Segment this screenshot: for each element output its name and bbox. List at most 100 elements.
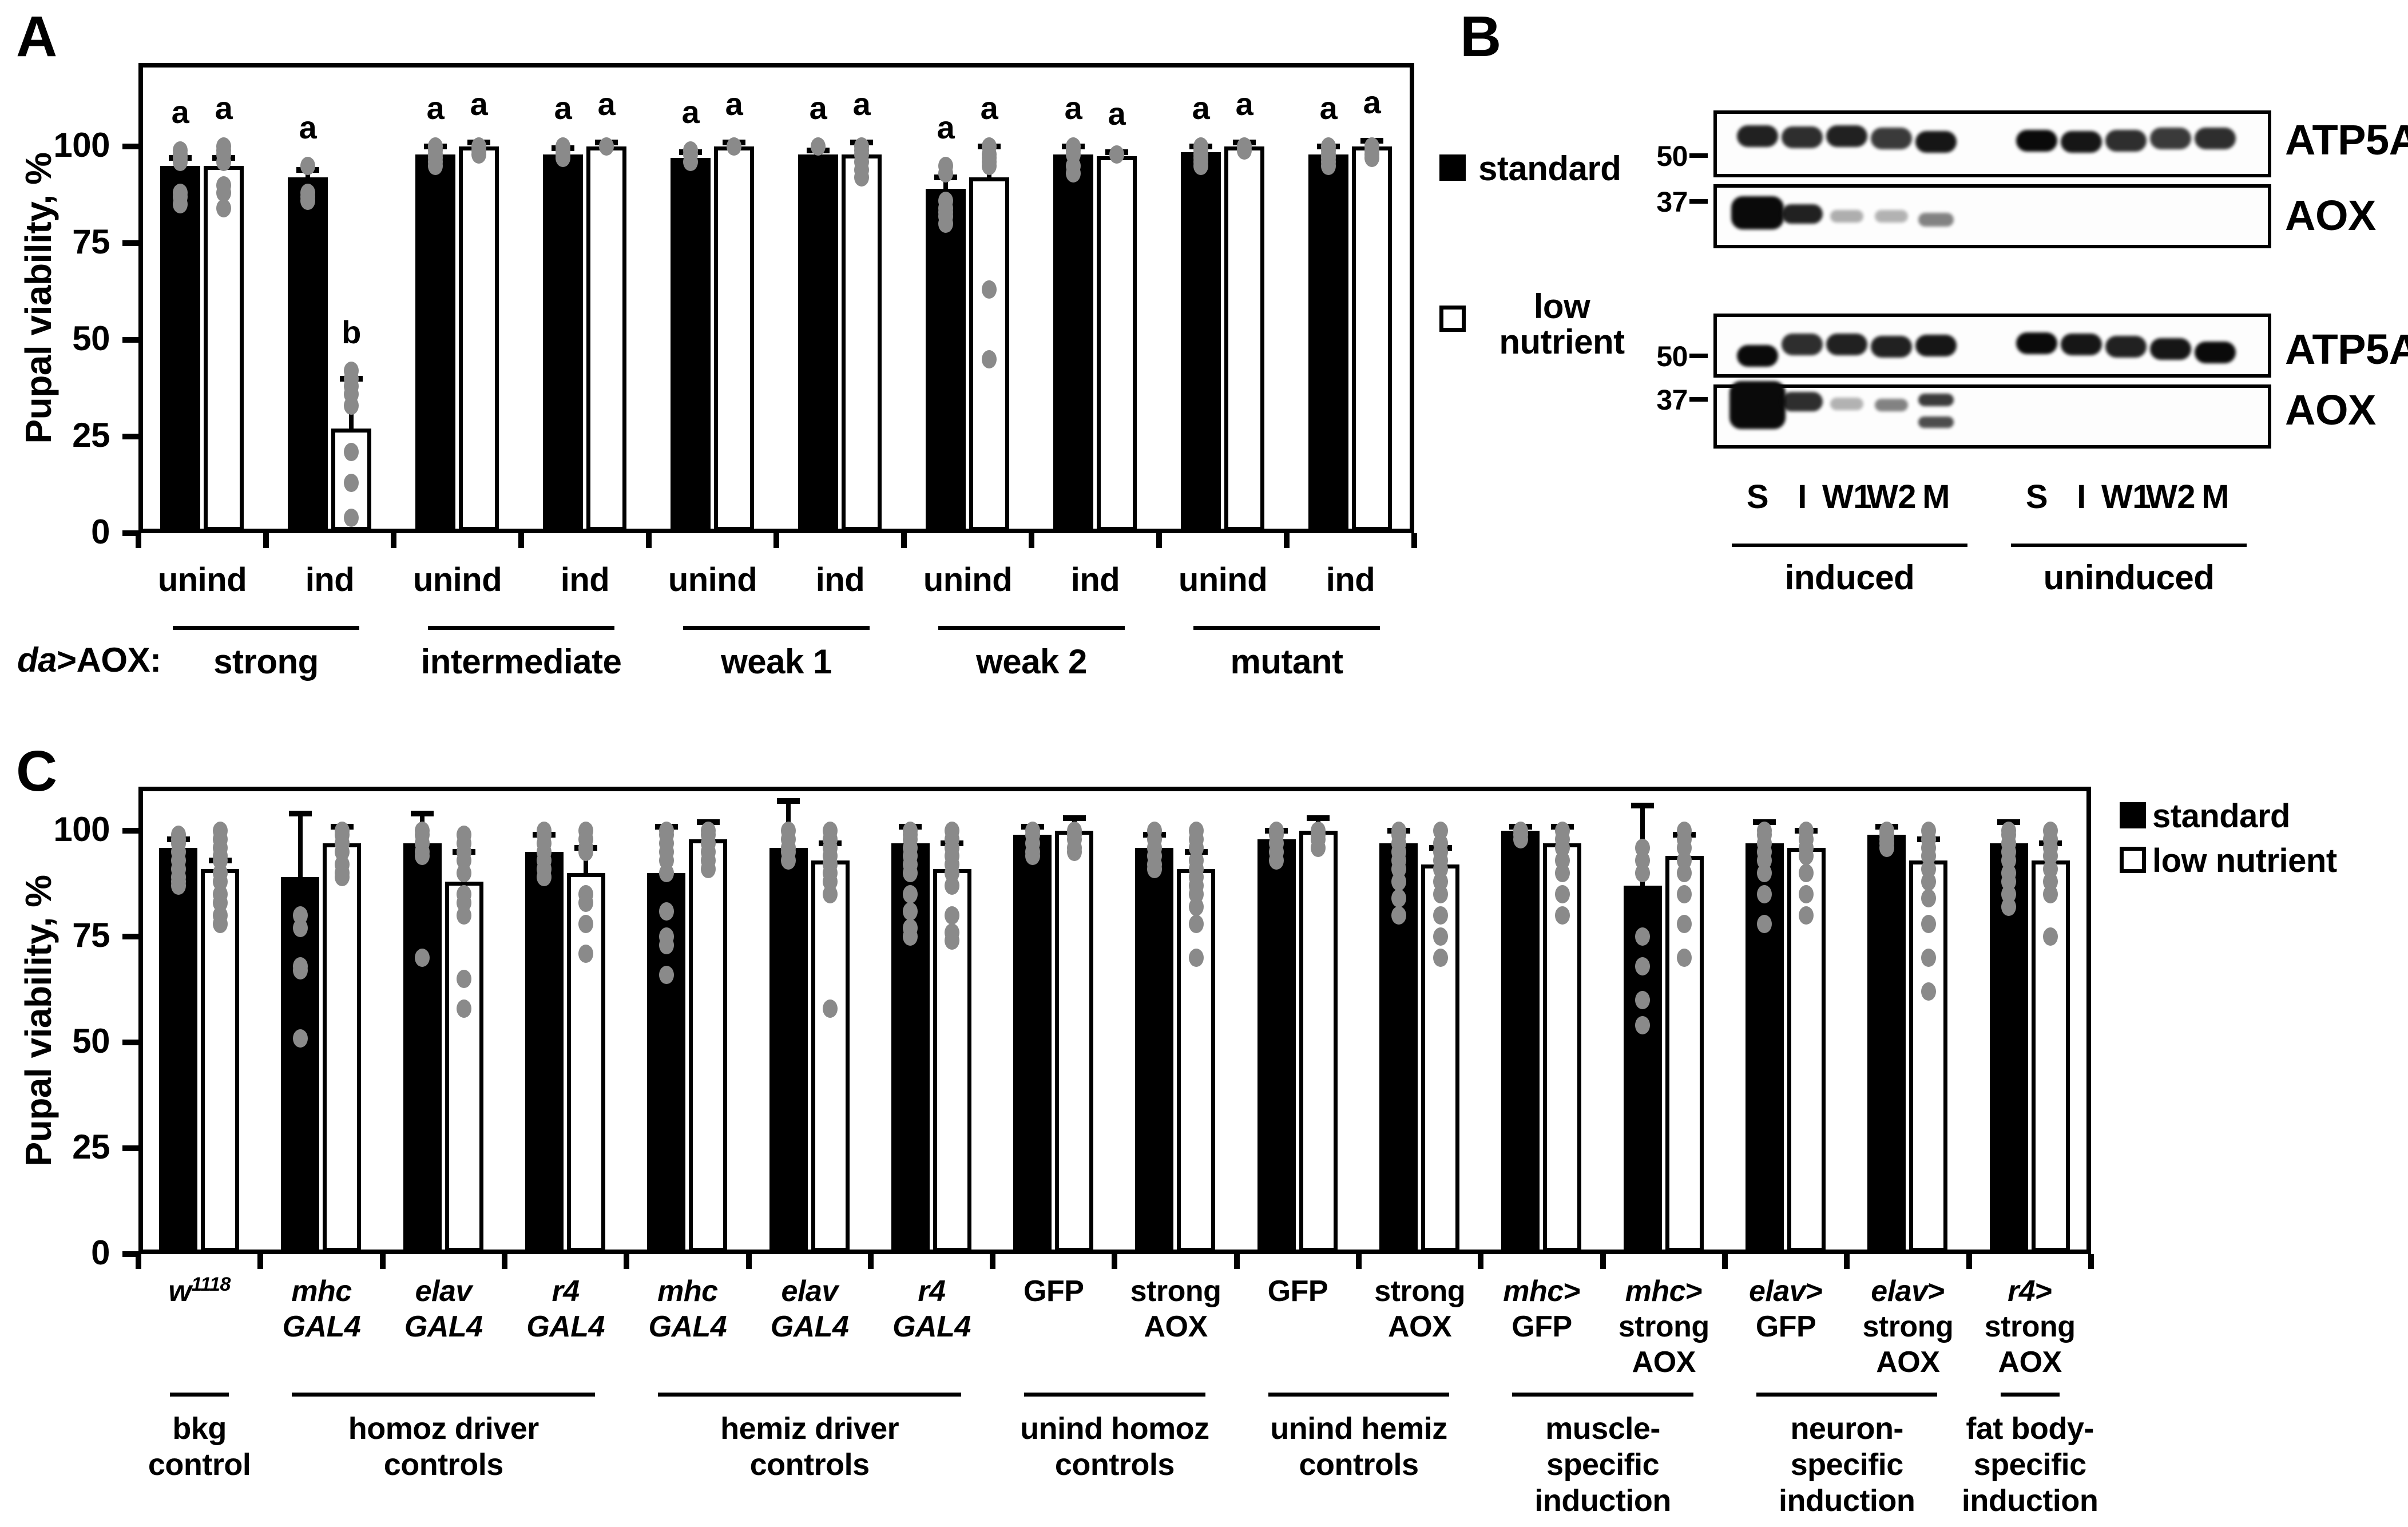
panel-c-group-underline bbox=[1756, 1393, 1938, 1397]
panel-c-data-point bbox=[823, 885, 838, 903]
panel-c-group-underline bbox=[292, 1393, 596, 1397]
panel-c-bar-standard bbox=[1135, 847, 1174, 1252]
panel-c-x-tick bbox=[1112, 1254, 1118, 1269]
label-segment: strong bbox=[1374, 1275, 1466, 1308]
blot-target-label: AOX bbox=[2285, 192, 2376, 239]
panel-c-category-line: GAL4 bbox=[747, 1309, 872, 1344]
condition-underline bbox=[2011, 544, 2247, 547]
panel-a-data-point bbox=[344, 508, 359, 527]
label-segment: > bbox=[1806, 1275, 1823, 1308]
panel-c-category-line: AOX bbox=[1113, 1309, 1239, 1344]
panel-b-legend-low-line2: nutrient bbox=[1499, 323, 1625, 361]
panel-c-group-label-line: control bbox=[148, 1447, 251, 1482]
panel-a-sig-letter: a bbox=[980, 90, 998, 126]
panel-a-data-point bbox=[556, 149, 570, 168]
panel-c-data-point bbox=[1799, 906, 1814, 925]
blot-band bbox=[2105, 130, 2147, 152]
panel-a-x-tick bbox=[901, 533, 907, 548]
panel-a-data-point bbox=[300, 156, 315, 175]
label-segment: GFP bbox=[1755, 1310, 1816, 1343]
lane-label: S bbox=[1746, 478, 1769, 515]
panel-a-y-axis-label: Pupal viability, % bbox=[18, 152, 59, 444]
label-segment: strong bbox=[1984, 1310, 2076, 1343]
panel-c-error-cap bbox=[411, 811, 434, 817]
panel-c-x-tick bbox=[1600, 1254, 1606, 1269]
panel-c-bar-standard bbox=[1501, 831, 1540, 1252]
panel-c-data-point bbox=[658, 935, 674, 954]
blot-band bbox=[2150, 128, 2191, 149]
panel-c-data-point bbox=[1635, 927, 1651, 946]
panel-c-category-line: mhc bbox=[259, 1274, 384, 1309]
panel-c-data-point bbox=[1635, 991, 1651, 1009]
panel-c-bar-low-nutrient bbox=[1299, 831, 1338, 1252]
panel-c-group-label-line: bkg bbox=[172, 1411, 227, 1446]
panel-c-data-point bbox=[1269, 851, 1284, 870]
panel-a-data-point bbox=[1321, 156, 1336, 175]
panel-a-data-point bbox=[300, 191, 315, 210]
blot-band bbox=[1826, 125, 1867, 147]
panel-a-data-point bbox=[344, 474, 359, 493]
label-segment: GFP bbox=[1267, 1275, 1328, 1308]
mw-marker-label: 37 bbox=[1656, 186, 1688, 218]
panel-c-group-underline bbox=[170, 1393, 229, 1397]
panel-c-category-line: mhc> bbox=[1479, 1274, 1605, 1309]
blot-band bbox=[1782, 392, 1823, 411]
panel-a-y-tick bbox=[122, 530, 138, 536]
panel-c-error-bar bbox=[297, 814, 303, 891]
panel-c-y-tick-label: 25 bbox=[72, 1128, 110, 1166]
panel-c-group-label-line: specific bbox=[1790, 1447, 1904, 1482]
panel-c-group-label-line: unind homoz bbox=[1020, 1411, 1209, 1446]
gene-name-segment: GAL4 bbox=[404, 1310, 483, 1343]
panel-c-y-tick-label: 75 bbox=[72, 916, 110, 954]
panel-a-data-point bbox=[982, 350, 997, 368]
panel-c-data-point bbox=[1635, 1016, 1651, 1035]
gene-name-segment: elav bbox=[1749, 1275, 1806, 1308]
gene-name-segment: r4 bbox=[918, 1275, 946, 1308]
panel-c-x-tick bbox=[2088, 1254, 2094, 1269]
blot-band bbox=[1737, 345, 1778, 367]
panel-c-data-point bbox=[1635, 864, 1651, 882]
panel-a-sig-letter: a bbox=[937, 109, 955, 145]
panel-c-bar-standard bbox=[159, 847, 197, 1252]
lane-label: S bbox=[2025, 478, 2048, 515]
panel-c-data-point bbox=[1188, 949, 1204, 967]
panel-a-sig-letter: a bbox=[725, 86, 743, 122]
blot-band bbox=[2195, 342, 2236, 363]
panel-c-category-line: AOX bbox=[1845, 1344, 1971, 1380]
panel-a-data-point bbox=[1066, 164, 1081, 183]
panel-a-data-point bbox=[938, 215, 953, 233]
label-segment: > bbox=[1563, 1275, 1581, 1308]
panel-c-group-underline bbox=[1512, 1393, 1693, 1397]
panel-c-data-point bbox=[1921, 889, 1936, 908]
lane-label: W1 bbox=[1822, 478, 1872, 515]
panel-c-x-tick bbox=[867, 1254, 874, 1269]
panel-a-data-point bbox=[683, 153, 698, 172]
blot-band bbox=[1826, 334, 1867, 355]
panel-a-y-tick-label: 100 bbox=[53, 126, 110, 164]
blot-band bbox=[1871, 128, 1912, 149]
panel-c-bar-standard bbox=[1867, 835, 1906, 1252]
condition-label: induced bbox=[1784, 558, 1915, 597]
blot-band bbox=[1782, 204, 1823, 224]
panel-c-category-line: GAL4 bbox=[868, 1309, 994, 1344]
blot-band bbox=[1915, 131, 1957, 153]
mw-marker-dash bbox=[1689, 199, 1708, 204]
panel-c-y-tick-label: 100 bbox=[53, 810, 110, 848]
blot-target-label: ATP5A bbox=[2285, 326, 2408, 373]
panel-a-x-tick bbox=[1411, 533, 1417, 548]
panel-a-category-label: ind bbox=[815, 561, 865, 598]
blot-band bbox=[2105, 336, 2147, 358]
panel-a-bar-low-nutrient bbox=[204, 165, 244, 531]
panel-a-data-point bbox=[216, 199, 231, 218]
panel-c-data-point bbox=[1066, 843, 1082, 861]
gene-name-segment: mhc bbox=[291, 1275, 352, 1308]
gene-name-segment: GAL4 bbox=[282, 1310, 361, 1343]
panel-c-y-tick bbox=[122, 828, 138, 834]
label-segment: strong bbox=[1618, 1310, 1709, 1343]
panel-a-bar-standard bbox=[1053, 154, 1093, 531]
panel-c-data-point bbox=[823, 999, 838, 1018]
